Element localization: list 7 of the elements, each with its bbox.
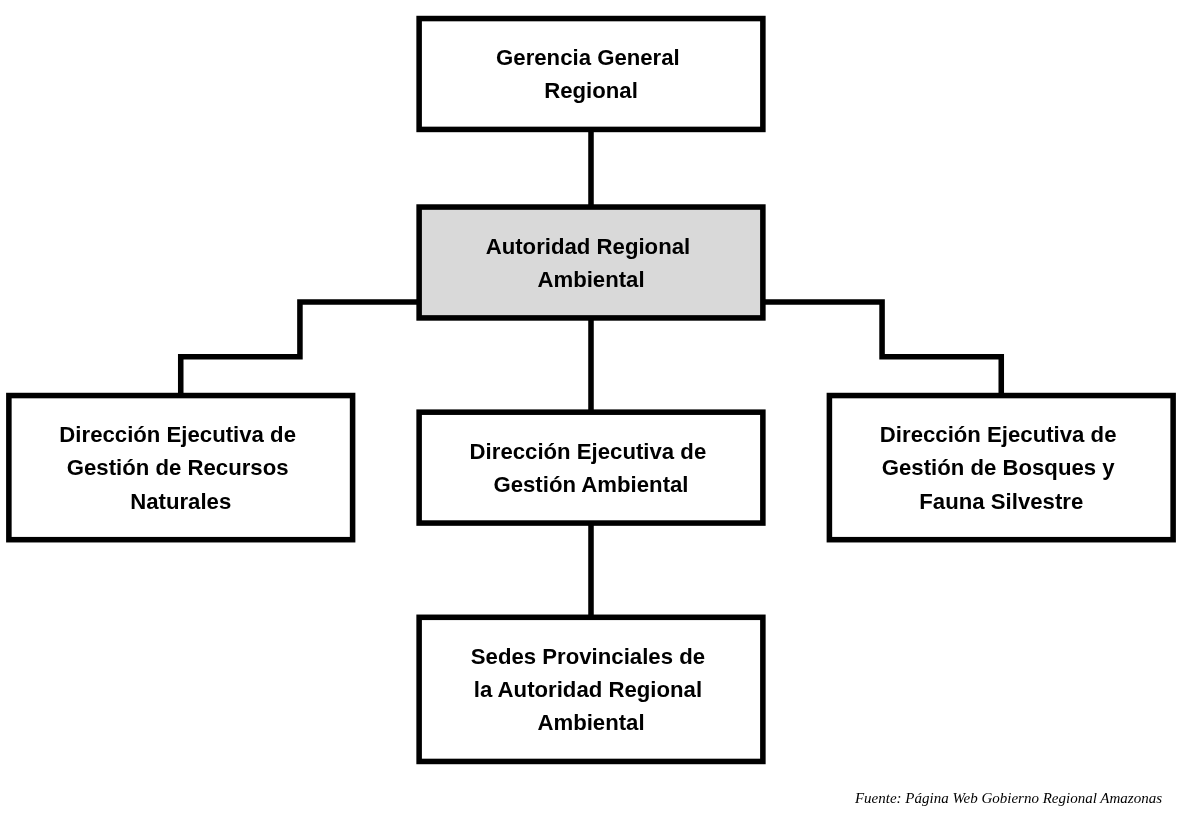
node-box: Gerencia General Regional	[416, 15, 766, 133]
source-caption: Fuente: Página Web Gobierno Regional Amazonas	[854, 790, 1162, 807]
node-box: Dirección Ejecutiva de Gestión de Recursos Naturales	[6, 392, 356, 543]
node-box: Dirección Ejecutiva de Gestión de Bosques y Fauna Silvestre	[826, 392, 1176, 543]
node-box: Sedes Provinciales de la Autoridad Regional Ambiental	[416, 614, 766, 765]
node-box: Autoridad Regional Ambiental	[416, 204, 766, 321]
node-box: Dirección Ejecutiva de Gestión Ambiental	[416, 409, 766, 526]
